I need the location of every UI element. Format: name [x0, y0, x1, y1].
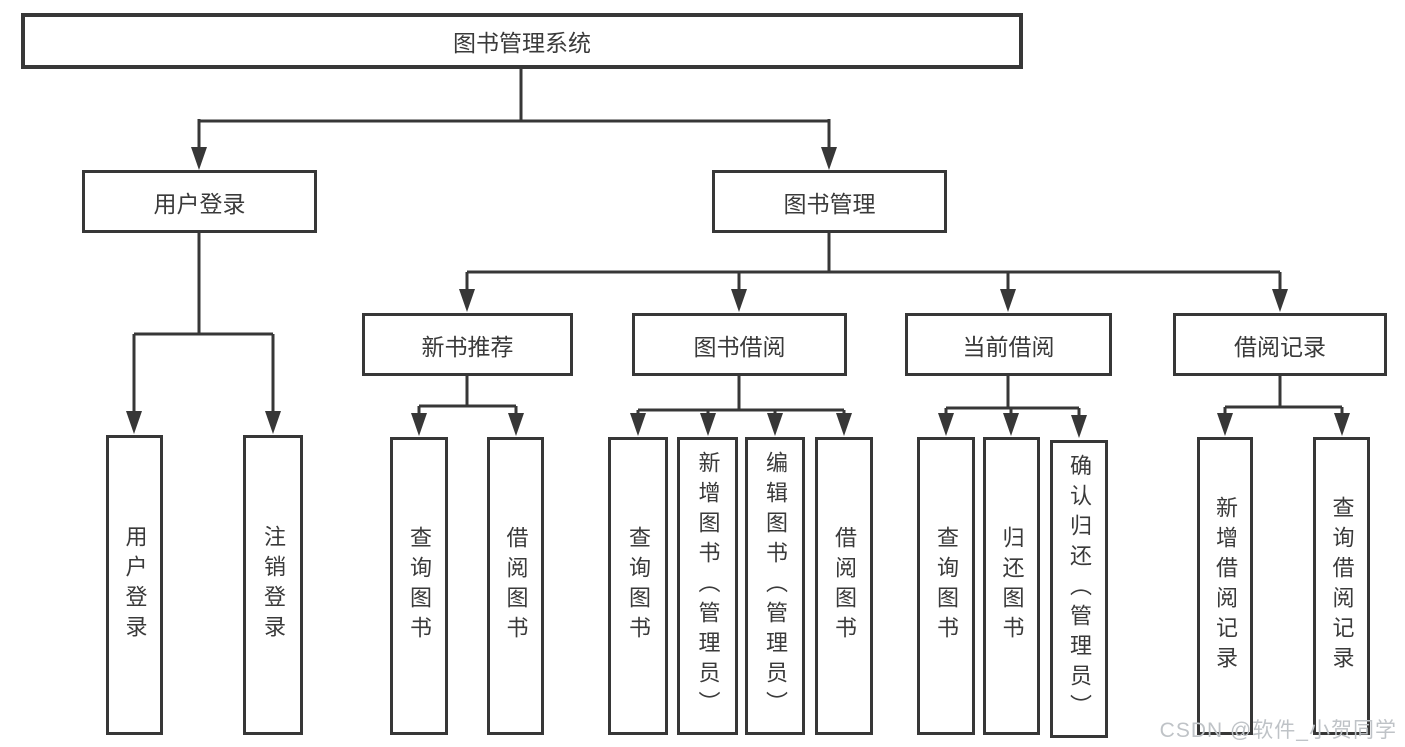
node-bb-edit-books-admin: 编辑图书（管理员）	[745, 437, 805, 735]
arrow-down-icons	[126, 147, 1350, 438]
node-login-leaf: 用户登录	[106, 435, 163, 735]
node-new-book-recommend: 新书推荐	[362, 313, 573, 376]
node-br-add-record-label: 新增借阅记录	[1213, 496, 1238, 676]
node-bb-edit-books-admin-label: 编辑图书（管理员）	[763, 451, 788, 721]
node-cb-return-books: 归还图书	[983, 437, 1040, 735]
node-root-label: 图书管理系统	[453, 30, 591, 56]
node-nb-query-books-label: 查询图书	[407, 526, 432, 646]
node-cb-query-books-label: 查询图书	[934, 526, 959, 646]
node-cb-return-books-label: 归还图书	[999, 526, 1025, 646]
node-bb-query-books: 查询图书	[608, 437, 668, 735]
node-cb-query-books: 查询图书	[917, 437, 975, 735]
node-login-leaf-label: 用户登录	[122, 525, 148, 645]
node-nb-query-books: 查询图书	[390, 437, 448, 735]
node-br-query-record: 查询借阅记录	[1313, 437, 1370, 735]
node-bb-query-books-label: 查询图书	[626, 526, 651, 646]
node-borrow-records-label: 借阅记录	[1234, 333, 1326, 360]
node-user-login-label: 用户登录	[153, 190, 246, 217]
connector-user-login	[132, 233, 275, 412]
node-logout-leaf-label: 注销登录	[261, 525, 286, 645]
node-book-borrow: 图书借阅	[632, 313, 847, 376]
connector-book-management	[465, 233, 1282, 292]
node-bb-borrow-books-label: 借阅图书	[832, 526, 857, 646]
node-new-book-recommend-label: 新书推荐	[421, 333, 514, 360]
node-cb-confirm-return-admin-label: 确认归还（管理员）	[1067, 454, 1092, 724]
connector-book-borrow	[636, 376, 846, 416]
node-book-management: 图书管理	[712, 170, 947, 233]
connector-borrow-records	[1223, 376, 1344, 416]
node-nb-borrow-books-label: 借阅图书	[503, 526, 529, 646]
node-bb-borrow-books: 借阅图书	[815, 437, 873, 735]
node-book-borrow-label: 图书借阅	[693, 333, 786, 360]
node-root: 图书管理系统	[21, 13, 1023, 69]
node-current-borrow: 当前借阅	[905, 313, 1112, 376]
watermark: CSDN @软件_小贺同学	[1159, 719, 1397, 742]
node-cb-confirm-return-admin: 确认归还（管理员）	[1050, 440, 1108, 738]
node-bb-add-books-admin: 新增图书（管理员）	[677, 437, 738, 735]
connector-new-book-recommend	[417, 376, 518, 416]
node-user-login: 用户登录	[82, 170, 317, 233]
node-br-add-record: 新增借阅记录	[1197, 437, 1253, 735]
node-bb-add-books-admin-label: 新增图书（管理员）	[695, 451, 721, 721]
node-book-management-label: 图书管理	[783, 190, 876, 217]
node-current-borrow-label: 当前借阅	[962, 333, 1055, 360]
node-logout-leaf: 注销登录	[243, 435, 303, 735]
connector-current-borrow	[944, 376, 1081, 416]
node-borrow-records: 借阅记录	[1173, 313, 1387, 376]
node-br-query-record-label: 查询借阅记录	[1329, 496, 1355, 676]
connector-root	[197, 68, 831, 149]
node-nb-borrow-books: 借阅图书	[487, 437, 544, 735]
